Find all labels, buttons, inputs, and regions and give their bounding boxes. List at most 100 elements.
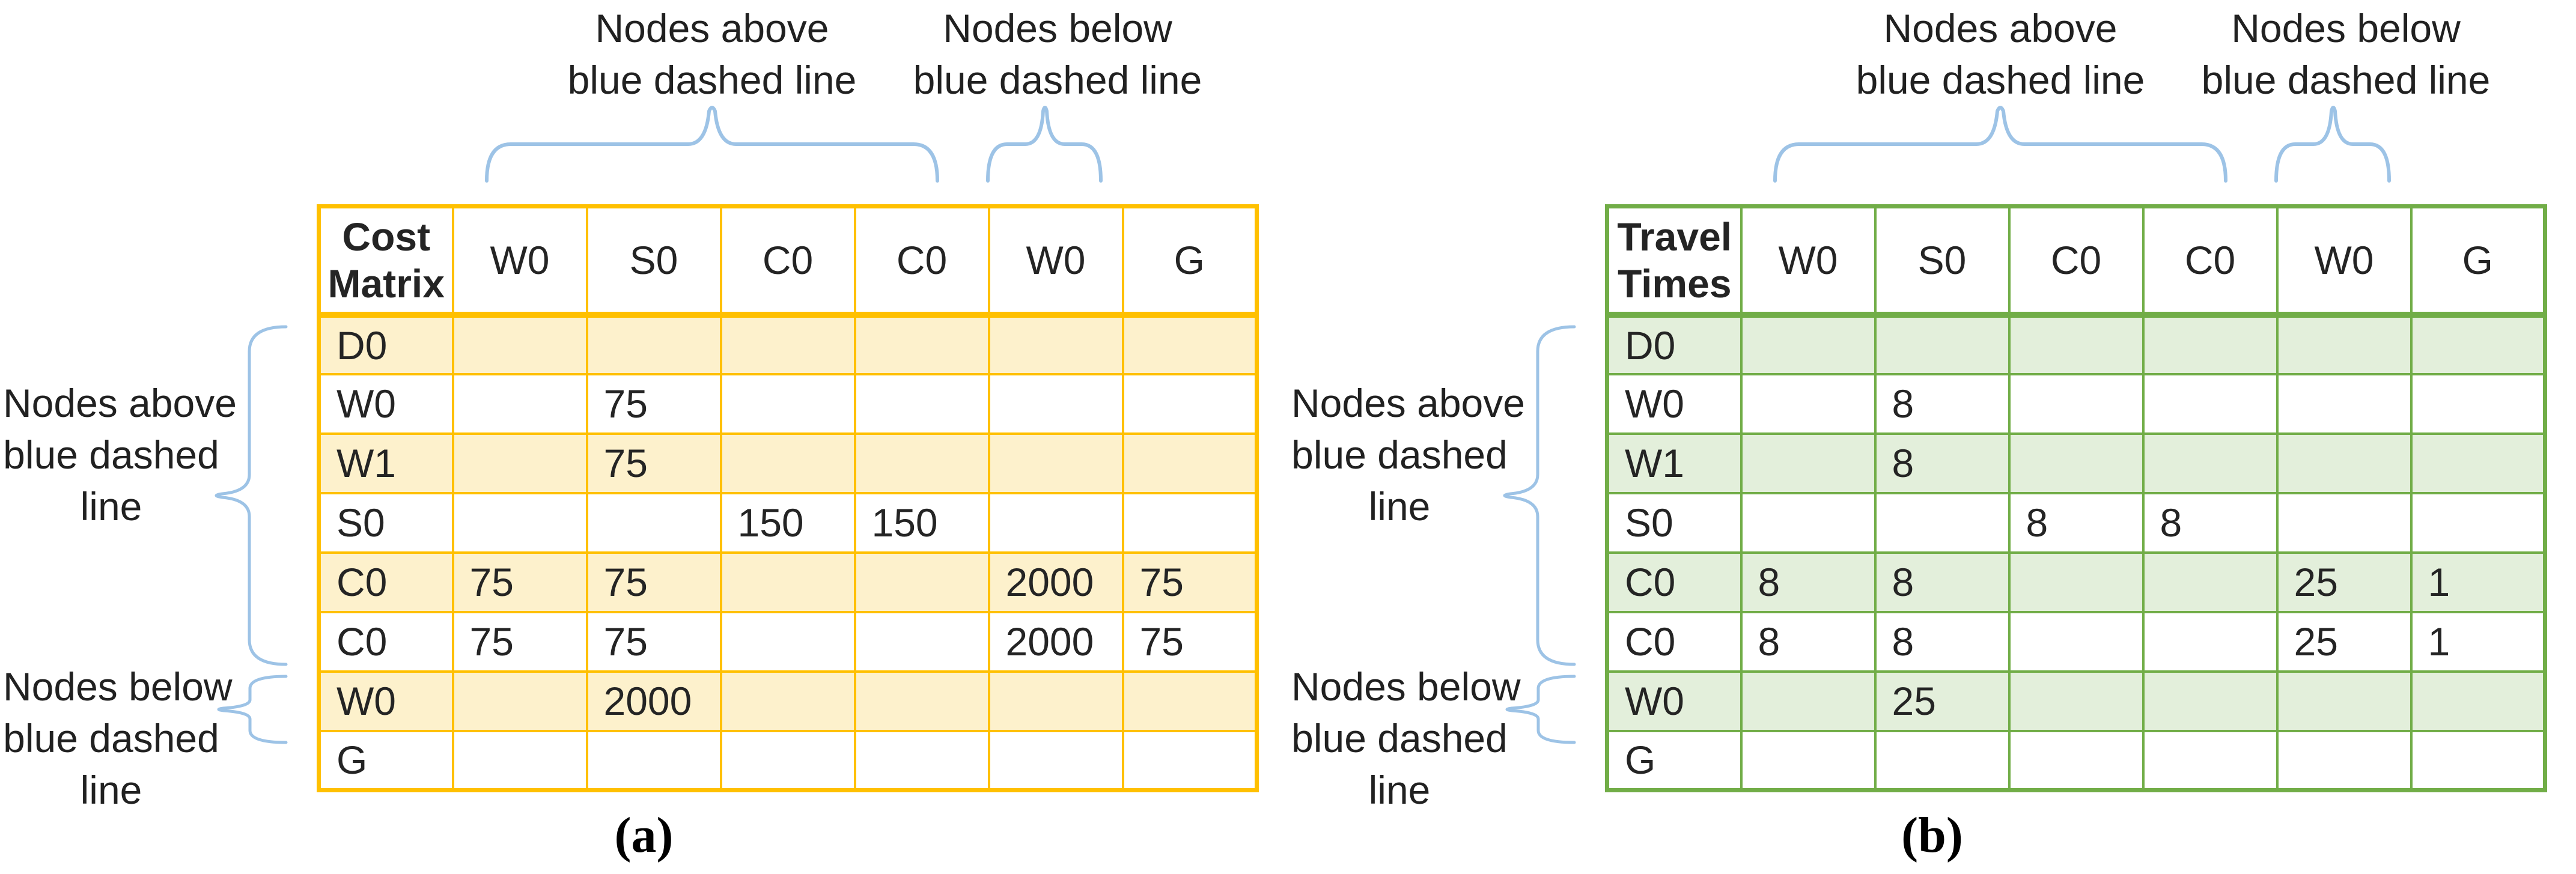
value-cell [719, 551, 856, 613]
table-row: W0 2000 [317, 670, 1258, 732]
value-cell [853, 432, 990, 494]
annotation-line: blue dashed line [913, 58, 1202, 102]
value-cell: 75 [451, 551, 588, 613]
value-cell: 150 [853, 491, 990, 554]
table-row: G [1606, 729, 2547, 792]
value-cell: 8 [2142, 491, 2279, 554]
value-cell: 2000 [585, 670, 722, 732]
value-cell [2410, 372, 2547, 435]
value-cell [853, 610, 990, 673]
value-cell: 8 [1874, 372, 2011, 435]
value-cell [853, 670, 990, 732]
column-header-cell: C0 [2008, 205, 2145, 318]
row-label-cell: W1 [317, 432, 454, 494]
value-cell [1121, 432, 1258, 494]
value-cell [2410, 729, 2547, 792]
value-cell [2276, 432, 2413, 494]
value-cell [2008, 313, 2145, 375]
value-cell [2142, 313, 2279, 375]
row-label-cell: W0 [317, 670, 454, 732]
value-cell [719, 372, 856, 435]
row-label-cell: G [317, 729, 454, 792]
row-label-cell: D0 [1606, 313, 1743, 375]
value-cell [1740, 432, 1877, 494]
table-row: G [317, 729, 1258, 792]
table-row: D0 [317, 313, 1258, 375]
value-cell [451, 432, 588, 494]
column-header-cell: C0 [719, 205, 856, 318]
row-label-cell: W1 [1606, 432, 1743, 494]
annotation-line: blue dashed line [567, 58, 857, 102]
row-label-cell: S0 [1606, 491, 1743, 554]
value-cell [1121, 313, 1258, 375]
annotation-line: blue dashed line [1856, 58, 2145, 102]
value-cell: 25 [2276, 551, 2413, 613]
annotation-left-nodes-above: Nodes above blue dashed line [1291, 377, 1525, 532]
value-cell: 2000 [987, 610, 1124, 673]
curly-brace-icon [1505, 675, 1576, 744]
value-cell [1740, 372, 1877, 435]
value-cell [2276, 491, 2413, 554]
row-label-cell: D0 [317, 313, 454, 375]
value-cell [1740, 729, 1877, 792]
value-cell [585, 491, 722, 554]
value-cell: 75 [585, 372, 722, 435]
row-label-cell: W0 [1606, 372, 1743, 435]
annotation-line: Nodes below [2231, 6, 2461, 50]
value-cell [853, 313, 990, 375]
annotation-line: blue dashed [3, 432, 219, 477]
value-cell [1874, 729, 2011, 792]
value-cell [1740, 313, 1877, 375]
panel-b: Nodes above blue dashed line Nodes below… [1288, 0, 2576, 874]
column-header-cell: W0 [987, 205, 1124, 318]
column-header-cell: G [1121, 205, 1258, 318]
value-cell [2410, 491, 2547, 554]
curly-brace-icon [217, 675, 288, 744]
value-cell: 25 [1874, 670, 2011, 732]
value-cell: 8 [2008, 491, 2145, 554]
annotation-left-nodes-below: Nodes below blue dashed line [3, 661, 233, 816]
value-cell [1121, 670, 1258, 732]
column-header-cell: W0 [1740, 205, 1877, 318]
value-cell [719, 610, 856, 673]
value-cell [451, 491, 588, 554]
value-cell: 8 [1740, 551, 1877, 613]
value-cell [2410, 670, 2547, 732]
value-cell [1874, 491, 2011, 554]
table-row: W0 8 [1606, 372, 2547, 435]
value-cell [1740, 491, 1877, 554]
row-label-cell: W0 [1606, 670, 1743, 732]
value-cell [2142, 432, 2279, 494]
column-header-cell: G [2410, 205, 2547, 318]
annotation-line: blue dashed [3, 716, 219, 760]
value-cell: 25 [2276, 610, 2413, 673]
value-cell [1121, 491, 1258, 554]
value-cell: 1 [2410, 610, 2547, 673]
annotation-line: line [80, 768, 142, 812]
value-cell [2142, 610, 2279, 673]
annotation-line: Nodes above [1883, 6, 2118, 50]
row-label-cell: G [1606, 729, 1743, 792]
annotation-line: blue dashed [1291, 432, 1508, 477]
annotation-top-nodes-above: Nodes above blue dashed line [484, 2, 940, 106]
value-cell [451, 372, 588, 435]
value-cell [853, 551, 990, 613]
value-cell [2142, 729, 2279, 792]
value-cell: 2000 [987, 551, 1124, 613]
value-cell [2008, 551, 2145, 613]
value-cell [853, 729, 990, 792]
panel-caption: (b) [1901, 807, 1963, 863]
value-cell [1121, 729, 1258, 792]
curly-brace-icon [986, 106, 1103, 183]
value-cell [2142, 372, 2279, 435]
value-cell [987, 313, 1124, 375]
value-cell [2410, 432, 2547, 494]
